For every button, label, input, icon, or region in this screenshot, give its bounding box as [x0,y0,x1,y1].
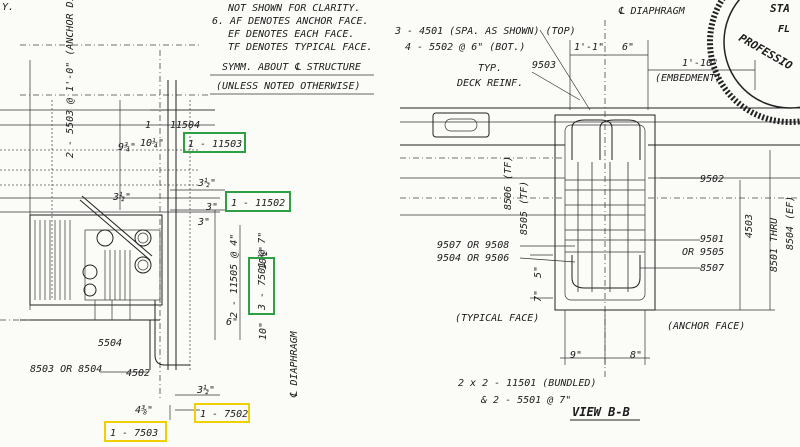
label-embedment: (EMBEDMENT) [655,73,721,84]
label-8504: 8504 (EF) [785,196,796,250]
dim-9-3-4: 9¾" [118,141,136,153]
bar-8503: 8503 OR 8504 [30,364,102,375]
note-line-3: TF DENOTES TYPICAL FACE. [228,42,373,53]
dim-7: 7" [533,290,544,302]
callout-boxes: 1 - 11503 1 - 11502 3 - 7501 @ 7" 1 - 75… [104,132,291,442]
elevation-detail: 2 - 5503 @ 1'-0" (ANCHOR D1) 9¾" 10¼" 1 … [0,0,300,420]
view-diaphragm-label: ℄ DIAPHRAGM [618,6,686,17]
label-5502: 4 - 5502 @ 6" (BOT.) [405,42,525,53]
label-8506: 8506 (TF) [503,156,514,210]
green-callout-box-1 [183,132,246,153]
yellow-callout-box-2 [104,421,167,442]
callout-7501: 3 - 7501 @ 7" [257,232,268,311]
dim-1-1: 1'-1" [574,42,604,53]
anchor-label: 2 - 5503 @ 1'-0" (ANCHOR D1) [65,0,76,158]
bar-11505: 2 - 11505 @ 4" [229,234,240,318]
label-deck-reinf: DECK REINF. [456,78,523,89]
dim-3-1-2-c: 3½" [196,384,215,396]
callout-7502: 1 - 7502 [200,409,248,420]
unless-note: (UNLESS NOTED OTHERWISE) [216,81,361,92]
bar-11504: 11504 [170,120,200,131]
note-fragment: Y. [2,2,14,13]
label-8505: 8505 (TF) [519,181,530,235]
view-b-b: 3 - 4501 (SPA. AS SHOWN) (TOP) 4 - 5502 … [394,6,800,421]
label-9504: 9504 OR 9506 [437,253,509,264]
label-5501: & 2 - 5501 @ 7" [480,395,571,406]
note-line-0: NOT SHOWN FOR CLARITY. [227,3,360,14]
general-notes: Y. NOT SHOWN FOR CLARITY. 6. AF DENOTES … [2,2,374,95]
bar-count: 1 [145,120,151,131]
label-4503: 4503 [744,214,755,238]
dim-3-b: 3" [197,217,210,228]
yellow-callout-box-1 [194,403,250,423]
label-9503: 9503 [532,60,556,71]
seal-outer-ring [707,0,800,125]
dim-6: 6" [226,317,238,328]
dim-5: 5" [533,266,544,278]
note-line-2: EF DENOTES EACH FACE. [228,29,354,40]
dim-3-1-2-b: 3½" [112,191,131,203]
green-callout-box-2 [225,191,291,212]
label-typ: TYP. [478,63,502,74]
label-8501: 8501 THRU [769,217,780,272]
bar-4502: 4502 [126,368,150,379]
seal-text-3: PROFESSIO [737,31,795,72]
note-line-1: 6. AF DENOTES ANCHOR FACE. [212,16,369,27]
label-9507: 9507 OR 9508 [437,240,509,251]
diaphragm-label: ℄ DIAPHRAGM [289,330,300,398]
label-8507: 8507 [700,263,724,274]
dim-8: 8" [630,350,642,361]
label-9502: 9502 [700,174,724,185]
label-11501: 2 x 2 - 11501 (BUNDLED) [458,378,596,389]
view-title: VIEW B-B [572,405,630,419]
dim-10-1-4: 10¼" [140,137,164,149]
green-callout-box-3 [248,257,275,315]
dim-4-3-8: 4⅜" [135,404,153,416]
label-4501: 3 - 4501 (SPA. AS SHOWN) (TOP) [394,26,576,37]
bar-5504: 5504 [98,338,122,349]
seal-text-1: STA [770,2,790,15]
dim-3: 3" [205,202,218,213]
dim-3-1-2-a: 3½" [197,177,216,189]
dim-10: 10" [258,322,269,340]
callout-11503: 1 - 11503 [188,139,242,150]
label-typical-face: (TYPICAL FACE) [455,313,539,324]
seal-text-2: FL [778,24,790,35]
symmetry-note: SYMM. ABOUT ℄ STRUCTURE [222,62,361,73]
label-9501: 9501 [700,234,724,245]
dim-9: 9" [570,350,582,361]
label-anchor-face: (ANCHOR FACE) [667,321,745,332]
label-9505: OR 9505 [682,247,724,258]
dim-1-10: 1'-10" [682,58,718,69]
seal-inner-ring [723,0,800,109]
callout-11502: 1 - 11502 [231,198,285,209]
callout-7503: 1 - 7503 [110,428,158,439]
dim-6-top: 6" [622,42,634,53]
